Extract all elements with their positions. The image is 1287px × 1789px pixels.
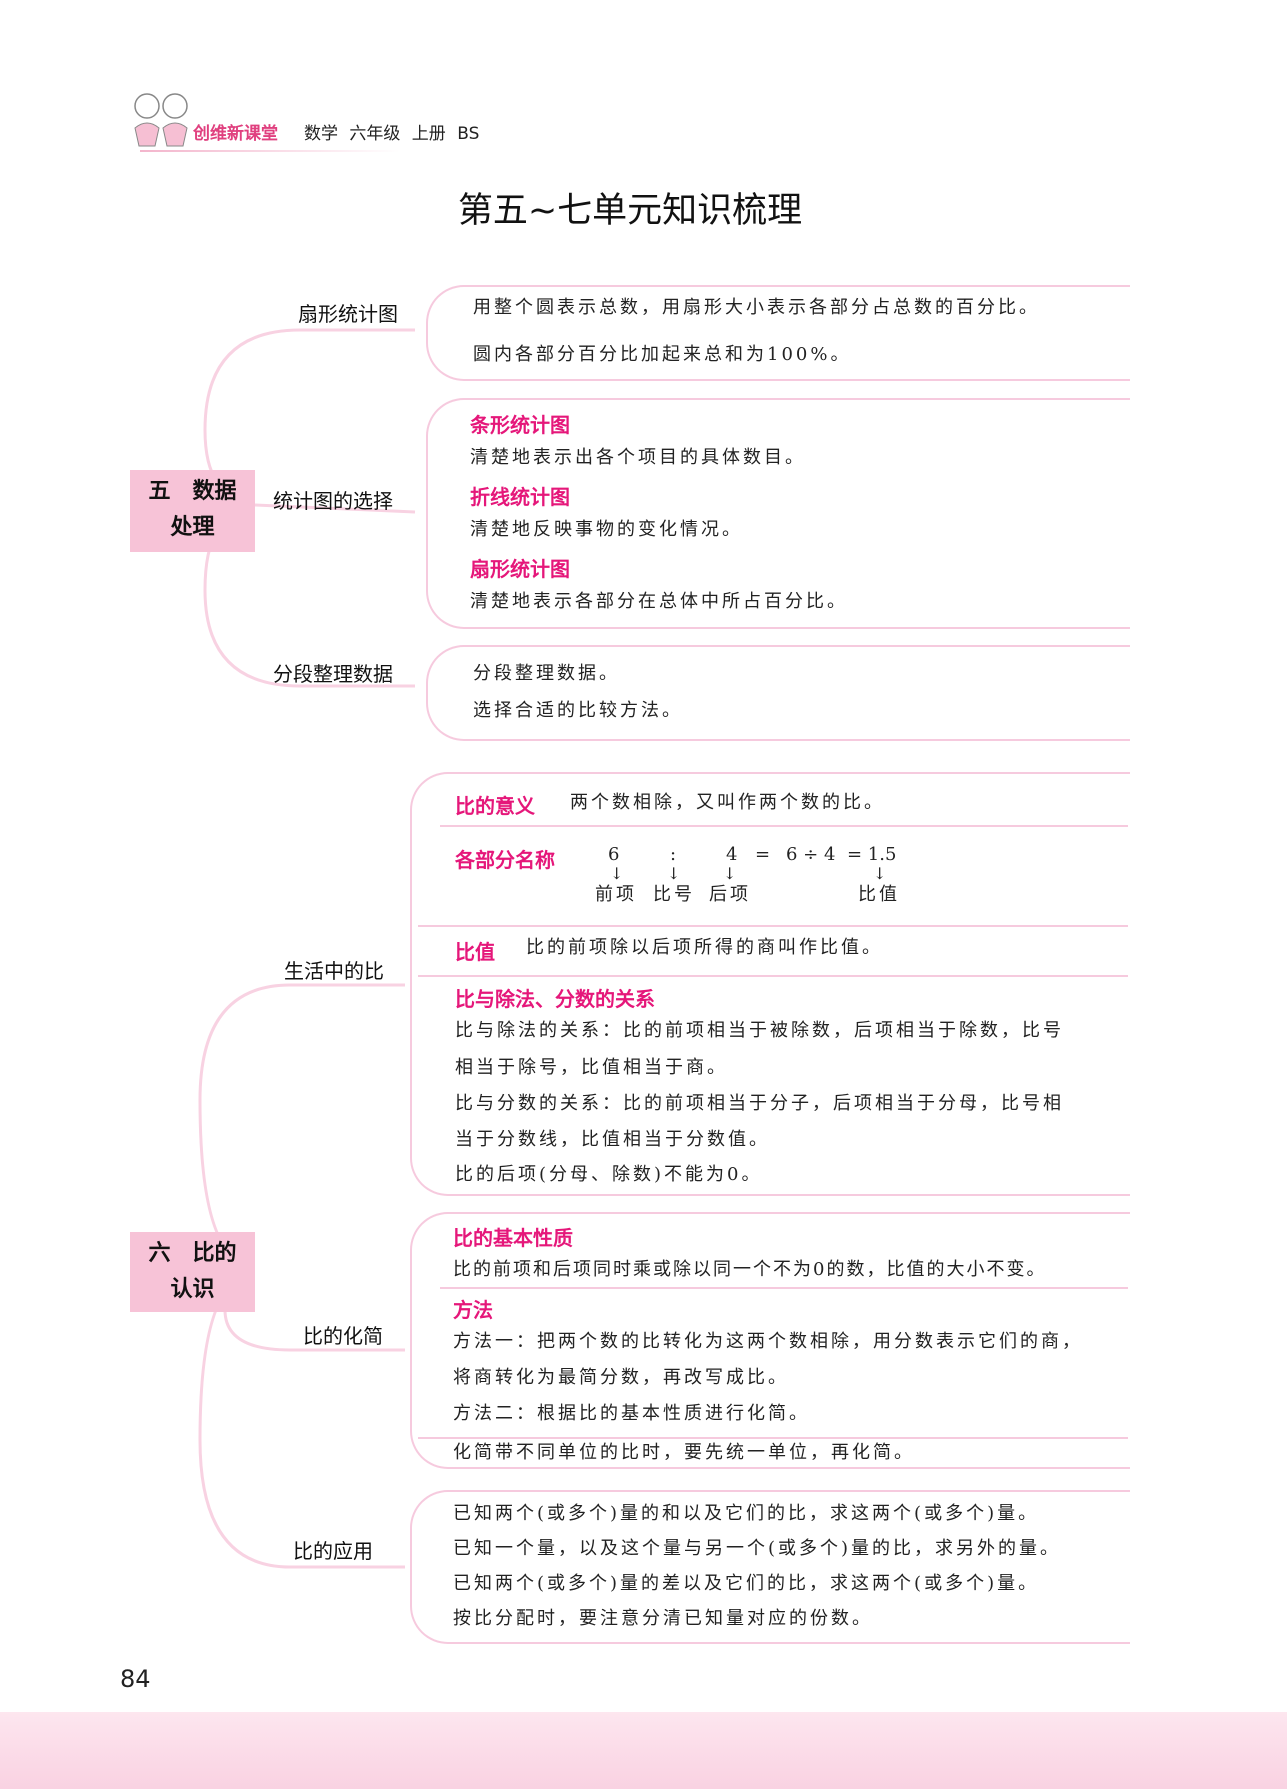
divider [440,1287,1128,1289]
branch-ratio-application: 比的应用 [293,1539,373,1563]
text-line: 已知一个量，以及这个量与另一个(或多个)量的比，求另外的量。 [453,1538,1062,1559]
divider [418,1437,1128,1439]
branch-ratio-in-life: 生活中的比 [284,959,384,983]
text-line: 清楚地表示出各个项目的具体数目。 [470,447,806,468]
text-line: 用整个圆表示总数，用扇形大小表示各部分占总数的百分比。 [473,297,1040,318]
book-info: 数学 六年级 上册 BS [304,124,480,144]
children-mascot-icon [134,93,188,147]
text-line: 比与除法的关系：比的前项相当于被除数，后项相当于除数，比号 [455,1020,1064,1041]
brand-name: 创维新课堂 [193,124,278,144]
text-line: 方法二：根据比的基本性质进行化简。 [453,1403,810,1424]
text-line: 将商转化为最简分数，再改写成比。 [453,1367,789,1388]
chart-choice-box [426,398,1130,629]
subheading: 比值 [455,940,495,964]
text-line: 方法一：把两个数的比转化为这两个数相除，用分数表示它们的商， [453,1331,1083,1352]
divider [418,925,1128,927]
unit5-category: 五 数据 处理 [130,470,255,552]
text-line: 按比分配时，要注意分清已知量对应的份数。 [453,1608,873,1629]
ratio-application-box [410,1490,1130,1644]
formula-term: 6 ÷ 4 [786,844,836,865]
branch-pie-chart: 扇形统计图 [298,302,398,326]
pie-chart-box [426,285,1130,381]
text-line: 已知两个(或多个)量的差以及它们的比，求这两个(或多个)量。 [453,1573,1040,1594]
subheading: 比与除法、分数的关系 [455,987,655,1011]
formula-term: : [670,844,680,865]
subheading: 折线统计图 [470,485,570,509]
arrow-down-icon: ↓ [610,864,624,883]
header-divider [140,150,400,152]
formula-term: = 1.5 [847,844,897,865]
formula-term: = [755,844,774,865]
part-name: 后项 [709,884,751,905]
text-line: 清楚地反映事物的变化情况。 [470,519,743,540]
subheading: 扇形统计图 [470,557,570,581]
unit6-category: 六 比的 认识 [130,1232,255,1312]
page-number: 84 [120,1665,151,1693]
part-name: 前项 [595,884,637,905]
branch-simplify-ratio: 比的化简 [303,1324,383,1348]
subheading: 条形统计图 [470,413,570,437]
arrow-down-icon: ↓ [873,864,887,883]
text-line: 两个数相除，又叫作两个数的比。 [570,792,885,813]
formula-term: 4 [726,844,741,865]
subheading: 比的意义 [455,794,535,818]
text-line: 比的前项和后项同时乘或除以同一个不为0的数，比值的大小不变。 [453,1259,1047,1280]
text-line: 比与分数的关系：比的前项相当于分子，后项相当于分母，比号相 [455,1093,1064,1114]
text-line: 当于分数线，比值相当于分数值。 [455,1129,770,1150]
subheading: 比的基本性质 [453,1226,573,1250]
category-line: 处理 [170,515,215,540]
formula-term: 6 [608,844,623,865]
arrow-down-icon: ↓ [667,864,681,883]
text-line: 选择合适的比较方法。 [473,700,683,721]
category-line: 六 比的 [148,1241,237,1266]
text-line: 已知两个(或多个)量的和以及它们的比，求这两个(或多个)量。 [453,1503,1040,1524]
text-line: 清楚地表示各部分在总体中所占百分比。 [470,591,848,612]
arrow-down-icon: ↓ [723,864,737,883]
text-line: 比的后项(分母、除数)不能为0。 [455,1164,763,1185]
divider [418,975,1128,977]
footer-band [0,1712,1287,1789]
segment-data-box [426,645,1130,741]
simplify-ratio-box [410,1212,1130,1469]
text-line: 比的前项除以后项所得的商叫作比值。 [526,937,883,958]
subheading: 各部分名称 [455,848,555,872]
branch-segment-data: 分段整理数据 [273,662,393,686]
page-title: 第五~七单元知识梳理 [457,191,803,231]
text-line: 分段整理数据。 [473,663,620,684]
category-line: 五 数据 [148,479,237,504]
subheading: 方法 [453,1298,493,1322]
text-line: 相当于除号，比值相当于商。 [455,1057,728,1078]
branch-chart-choice: 统计图的选择 [273,489,393,513]
text-line: 圆内各部分百分比加起来总和为100%。 [473,344,852,365]
ratio-in-life-box [410,772,1130,1196]
category-line: 认识 [170,1277,215,1302]
divider [440,825,1128,827]
part-name: 比号 [653,884,695,905]
part-name: 比值 [858,884,900,905]
text-line: 化简带不同单位的比时，要先统一单位，再化简。 [453,1442,915,1463]
